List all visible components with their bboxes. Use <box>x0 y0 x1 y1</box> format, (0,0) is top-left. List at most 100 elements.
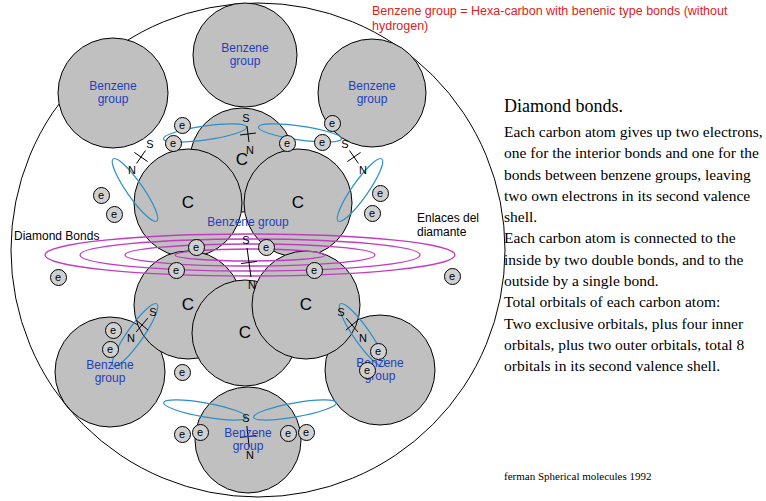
atom-label: Benzene group <box>81 359 139 385</box>
electron-label: e <box>179 119 185 131</box>
electron-circle: e <box>174 426 191 443</box>
pole-letter: N <box>246 279 258 291</box>
electron-circle: e <box>372 185 389 202</box>
electron-label: e <box>284 137 290 149</box>
magnet-crossbar <box>134 152 147 161</box>
electron-circle: e <box>168 262 185 279</box>
electron-circle: e <box>165 135 182 152</box>
pole-letter: N <box>126 164 138 176</box>
magnet-symbols <box>134 126 360 447</box>
atom-label: C <box>182 193 194 213</box>
electron-label: e <box>311 264 317 276</box>
electron-circle: e <box>364 205 381 222</box>
pole-letter: N <box>357 332 369 344</box>
atom-circle: C <box>190 108 294 212</box>
electron-circle: e <box>50 269 67 286</box>
diagram-label: Enlaces del diamante <box>417 211 495 239</box>
electron-label: e <box>173 264 179 276</box>
electron-circle: e <box>174 117 191 134</box>
pole-letter: N <box>244 449 256 461</box>
atom-disk <box>134 149 242 257</box>
explanation-paragraph: Each carbon atom gives up two electrons,… <box>504 121 766 227</box>
electron-label: e <box>329 117 335 129</box>
atom-disk <box>195 387 301 493</box>
electron-label: e <box>170 137 176 149</box>
atom-label: C <box>292 193 304 213</box>
magnet-bar <box>136 318 148 332</box>
electron-label: e <box>193 241 199 253</box>
atom-disk <box>193 3 297 107</box>
magnet-crossbar <box>346 320 358 330</box>
electron-label: e <box>303 426 309 438</box>
explanation-paragraph: Two exclusive orbitals, plus four inner … <box>504 313 766 377</box>
electron-label: e <box>197 426 203 438</box>
electron-label: e <box>98 189 104 201</box>
electron-circle: e <box>192 424 209 441</box>
explanation-paragraph: Total orbitals of each carbon atom: <box>504 291 766 312</box>
electron-circle: e <box>280 425 297 442</box>
electron-circle: e <box>93 187 110 204</box>
electron-label: e <box>364 364 370 376</box>
electron-label: e <box>179 428 185 440</box>
definition-note: Benzene group = Hexa-carbon with benenic… <box>372 4 764 34</box>
column-heading: Diamond bonds. <box>504 96 766 117</box>
pole-letter: S <box>144 138 156 150</box>
atom-circle: C <box>134 149 242 257</box>
electron-label: e <box>375 345 381 357</box>
sphere-outline <box>11 3 505 497</box>
atom-circle: C <box>134 251 242 359</box>
pole-letter: S <box>240 234 252 246</box>
electron-label: e <box>179 366 185 378</box>
electron-circle: e <box>359 362 376 379</box>
diagram-label: Benzene group <box>207 215 288 229</box>
electron-circle: e <box>102 341 119 358</box>
electron-label: e <box>263 241 269 253</box>
pole-letter: S <box>240 112 252 124</box>
atom-label: Benzene group <box>216 42 274 68</box>
pole-letter: S <box>147 306 159 318</box>
electron-label: e <box>285 427 291 439</box>
electron-label: e <box>111 208 117 220</box>
atom-circle: Benzene group <box>325 315 435 425</box>
atom-disk <box>58 38 168 148</box>
pole-letter: S <box>240 412 252 424</box>
electron-label: e <box>449 270 455 282</box>
electron-circle: e <box>298 424 315 441</box>
pole-letter: S <box>335 306 347 318</box>
electron-label: e <box>369 207 375 219</box>
electron-circle: e <box>258 239 275 256</box>
atom-label: Benzene group <box>343 80 401 106</box>
pole-letter: N <box>244 144 256 156</box>
atom-label: C <box>239 323 251 343</box>
atom-circle: Benzene group <box>58 38 168 148</box>
text-column: Diamond bonds. Each carbon atom gives up … <box>504 96 766 377</box>
electron-circle: e <box>444 268 461 285</box>
electron-circle: e <box>370 343 387 360</box>
atom-circle: C <box>192 280 298 386</box>
pole-letter: N <box>125 332 137 344</box>
electron-circle: e <box>174 364 191 381</box>
atom-disks <box>55 3 435 493</box>
pole-letter: S <box>339 138 351 150</box>
electron-circle: e <box>314 134 331 151</box>
magnet-crossbar <box>240 133 256 135</box>
electron-circle: e <box>306 262 323 279</box>
magnet-crossbar <box>241 261 257 263</box>
atom-label: Benzene group <box>84 80 142 106</box>
pole-letter: N <box>357 164 369 176</box>
electron-label: e <box>377 187 383 199</box>
atom-circle: Benzene group <box>193 3 297 107</box>
electron-circle: e <box>188 239 205 256</box>
magnet-crossbar <box>347 152 360 161</box>
bond-orbits <box>107 120 391 424</box>
credit-caption: ferman Spherical molecules 1992 <box>504 470 652 482</box>
electron-label: e <box>319 136 325 148</box>
atom-label: C <box>300 295 312 315</box>
electron-label: e <box>107 343 113 355</box>
magnet-crossbar <box>136 320 148 330</box>
atom-disk <box>318 39 426 147</box>
electron-circle: e <box>279 135 296 152</box>
electron-circle: e <box>106 206 123 223</box>
